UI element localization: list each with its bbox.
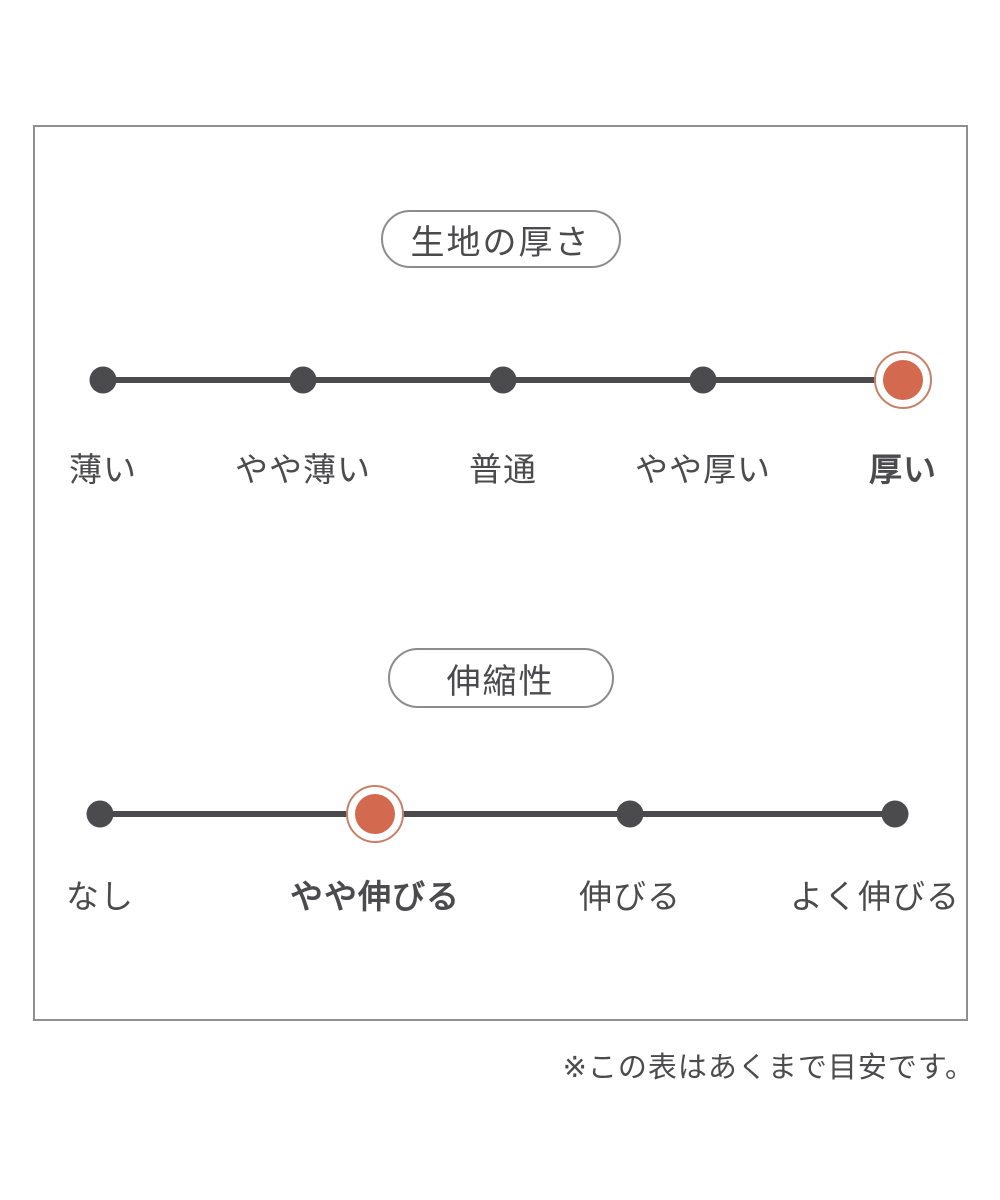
scale-dot	[689, 366, 717, 394]
scale-dot	[86, 800, 114, 828]
stretch-title-pill: 伸縮性	[387, 648, 614, 708]
scale-dot	[289, 366, 317, 394]
stretch-scale-line	[100, 811, 895, 817]
scale-option-label: 薄い	[69, 451, 137, 488]
spec-frame: 生地の厚さ 薄い やや薄い 普通 やや厚い 厚い 伸縮性 なし やや伸びる 伸びる よく伸びる	[33, 125, 968, 1021]
thickness-scale-section: 生地の厚さ 薄い やや薄い 普通 やや厚い 厚い	[35, 127, 966, 1019]
selected-marker	[874, 351, 932, 409]
scale-dot	[89, 366, 117, 394]
selected-marker	[346, 785, 404, 843]
scale-option-label: よく伸びる	[790, 878, 960, 915]
selected-dot	[883, 360, 923, 400]
scale-option-label: やや伸びる	[290, 878, 460, 915]
thickness-title-pill: 生地の厚さ	[380, 210, 621, 268]
selected-dot	[355, 794, 395, 834]
scale-option-label: 厚い	[869, 451, 937, 488]
stretch-title: 伸縮性	[446, 662, 555, 701]
disclaimer-note: ※この表はあくまで目安です。	[562, 1052, 975, 1084]
scale-dot	[881, 800, 909, 828]
scale-dot	[616, 800, 644, 828]
scale-dot	[489, 366, 517, 394]
scale-option-label: やや厚い	[635, 451, 771, 488]
thickness-title: 生地の厚さ	[410, 223, 591, 262]
scale-option-label: やや薄い	[235, 451, 371, 488]
scale-option-label: なし	[66, 878, 134, 915]
stretch-scale-section: 伸縮性 なし やや伸びる 伸びる よく伸びる	[35, 127, 966, 1019]
scale-option-label: 普通	[469, 451, 537, 488]
scale-option-label: 伸びる	[579, 878, 681, 915]
